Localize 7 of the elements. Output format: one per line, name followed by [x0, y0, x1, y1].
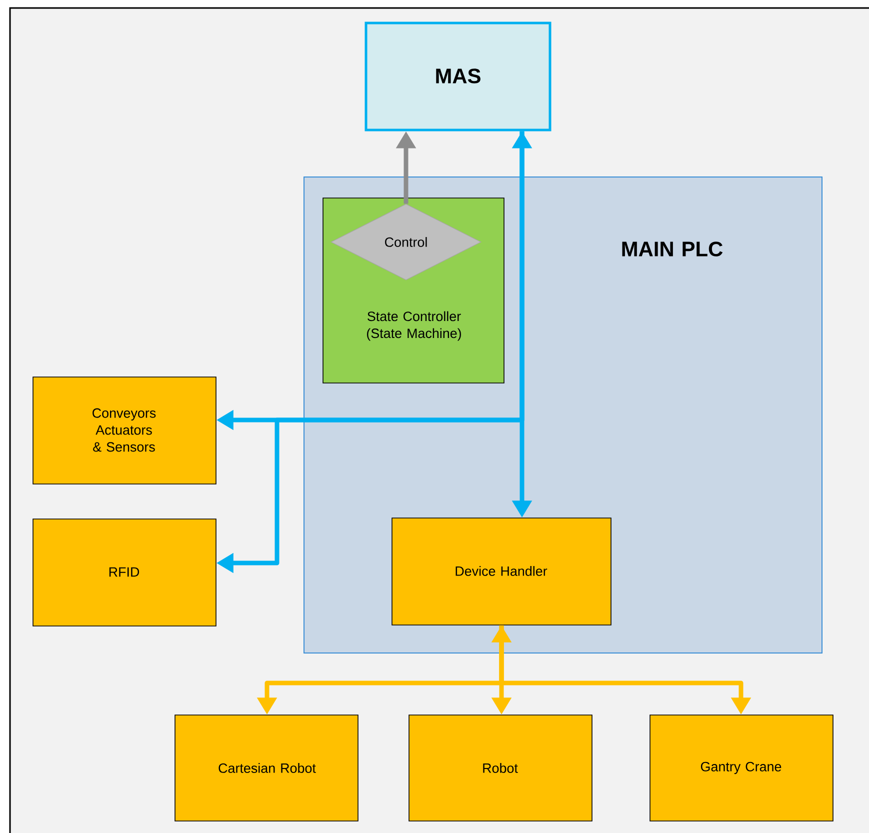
device-box: Gantry Crane [650, 714, 834, 822]
device-box: RFID [32, 518, 216, 626]
system-box: MAS [364, 22, 552, 132]
device-box: Device Handler [392, 518, 612, 626]
device-box: Cartesian Robot [174, 714, 358, 822]
device-box: Robot [408, 714, 592, 822]
device-box: Conveyors Actuators & Sensors [32, 376, 216, 484]
